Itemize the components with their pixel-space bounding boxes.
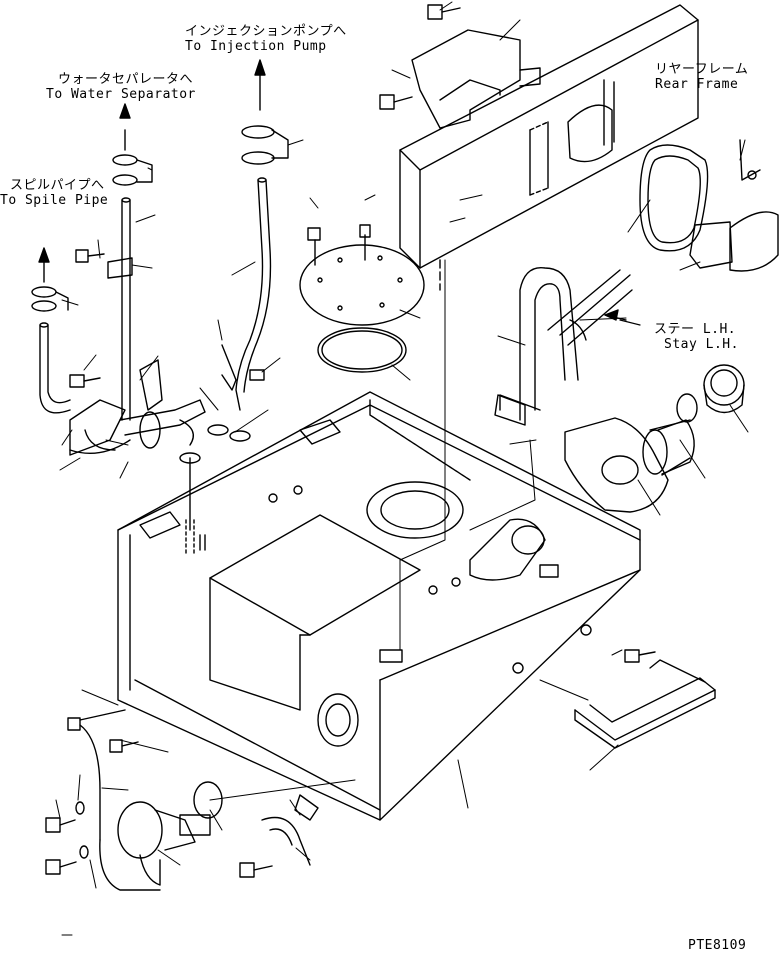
stay-arrow (605, 310, 626, 320)
label-rear-frame: リヤーフレーム Rear Frame (655, 62, 748, 92)
label-water-separator-en: To Water Separator (46, 87, 196, 102)
label-rear-frame-jp: リヤーフレーム (655, 62, 749, 77)
label-stay-lh: ステー L.H. Stay L.H. (654, 322, 739, 352)
label-stay-lh-en: Stay L.H. (664, 337, 739, 352)
top-bracket (380, 5, 540, 128)
rear-frame (400, 5, 698, 290)
water-separator-hose (76, 104, 152, 420)
spile-pipe-hose (32, 248, 100, 413)
leader-lines (56, 2, 748, 935)
filler-cap (704, 365, 744, 413)
label-water-separator: ウォータセパレータへ To Water Separator (46, 72, 196, 102)
label-water-separator-jp: ウォータセパレータへ (58, 72, 194, 87)
oil-strainer (643, 394, 697, 475)
fuel-level-gauge (68, 710, 210, 890)
label-injection-pump-en: To Injection Pump (185, 39, 327, 54)
bolts-lower-left (46, 740, 138, 874)
filler-gasket (565, 418, 668, 512)
fuel-tank (118, 392, 640, 820)
step-bracket (575, 650, 715, 748)
injection-pump-hose (208, 60, 288, 441)
label-rear-frame-en: Rear Frame (655, 77, 739, 92)
gauge-flange (194, 694, 358, 818)
label-injection-pump-jp: インジェクションポンプへ (185, 24, 347, 39)
drawing-code-text: PTE8109 (688, 938, 747, 953)
label-spile-pipe-jp: スピルパイプへ (10, 178, 105, 193)
cover-plate (640, 140, 778, 271)
label-spile-pipe-en: To Spile Pipe (0, 193, 109, 208)
o-ring (318, 328, 406, 372)
tank-clamp (240, 795, 318, 877)
stay-lh (495, 268, 632, 425)
label-spile-pipe: スピルパイプへ To Spile Pipe (0, 178, 108, 208)
label-injection-pump: インジェクションポンプへ To Injection Pump (185, 24, 347, 54)
label-stay-lh-jp: ステー L.H. (654, 322, 737, 337)
drawing-code: PTE8109 (688, 938, 746, 953)
fuel-manifold (70, 360, 205, 555)
suction-cover (300, 225, 424, 325)
